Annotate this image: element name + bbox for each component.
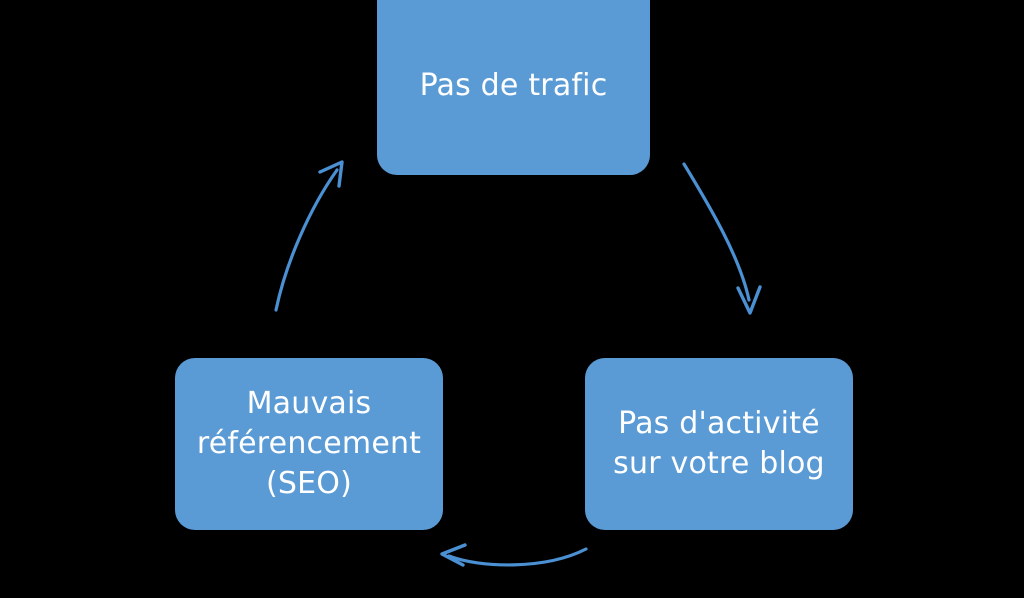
arrow-top-to-right <box>682 162 762 315</box>
node-label: Pas d'activité sur votre blog <box>613 406 825 481</box>
node-label: Mauvais référencement (SEO) <box>196 386 422 501</box>
node-label: Pas de trafic <box>419 67 608 103</box>
node-pas-d-activite-sur-votre-blog[interactable]: Pas d'activité sur votre blog <box>585 358 853 530</box>
arrow-left-to-top <box>274 160 344 312</box>
arrow-right-to-left <box>440 543 588 567</box>
node-pas-de-trafic[interactable]: Pas de trafic <box>377 0 650 175</box>
node-mauvais-referencement-seo[interactable]: Mauvais référencement (SEO) <box>175 358 443 530</box>
